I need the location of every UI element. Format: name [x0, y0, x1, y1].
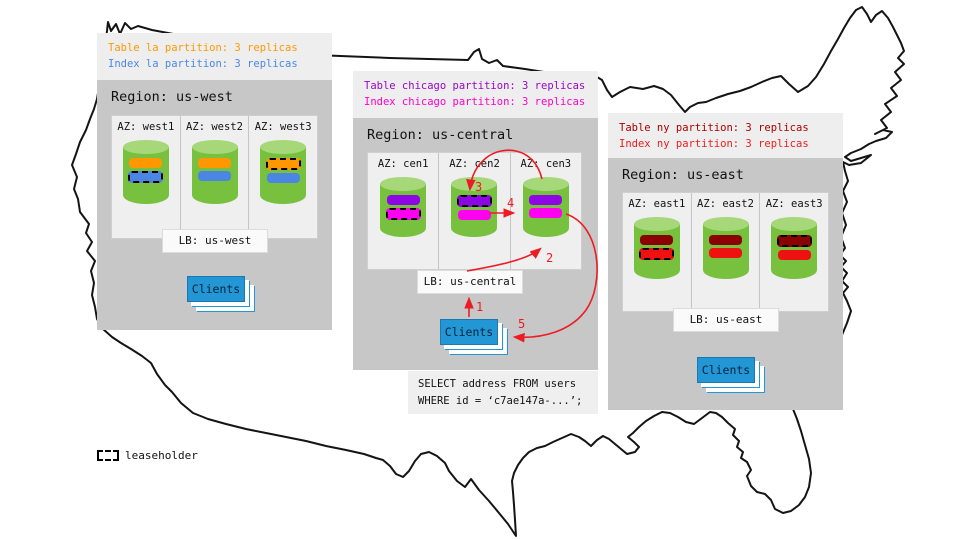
region-title-us-east: Region: us-east	[622, 167, 744, 183]
az-label-east3: AZ: east3	[765, 198, 823, 210]
index-replica-bar	[709, 248, 742, 258]
az-cen3: AZ: cen3	[511, 153, 581, 269]
note-table-ny: Table ny partition: 3 replicas	[619, 122, 809, 134]
db-node-west2	[191, 140, 238, 204]
table-replica-leaseholder-bar	[456, 195, 492, 207]
db-node-cen3	[522, 177, 569, 237]
az-west1: AZ: west1	[112, 116, 181, 238]
az-label-east1: AZ: east1	[628, 198, 686, 210]
index-replica-bar	[777, 250, 811, 260]
db-node-cen2	[451, 177, 498, 237]
az-label-west1: AZ: west1	[117, 121, 175, 133]
az-east1: AZ: east1	[623, 193, 692, 311]
index-replica-bar	[457, 210, 491, 220]
az-label-cen2: AZ: cen2	[449, 158, 500, 170]
leaseholder-legend-label: leaseholder	[125, 449, 198, 462]
az-row-us-west: AZ: west1 AZ: west2 AZ:	[111, 115, 318, 239]
load-balancer-us-east: LB: us-east	[673, 308, 779, 332]
db-node-west3	[260, 140, 307, 204]
az-east2: AZ: east2	[692, 193, 761, 311]
partition-note-us-central: Table chicago partition: 3 replicas Inde…	[353, 71, 598, 118]
table-replica-leaseholder-bar	[776, 235, 812, 247]
db-node-east2	[702, 217, 749, 279]
index-replica-leaseholder-bar	[385, 208, 421, 220]
clients-button-us-central[interactable]: Clients	[440, 319, 498, 345]
az-label-cen1: AZ: cen1	[377, 158, 429, 170]
clients-button-us-east[interactable]: Clients	[697, 357, 755, 383]
table-replica-bar	[386, 195, 420, 205]
note-index-chicago: Index chicago partition: 3 replicas	[364, 96, 586, 109]
note-table-la: Table la partition: 3 replicas	[108, 42, 298, 54]
az-cen1: AZ: cen1	[368, 153, 440, 269]
az-east3: AZ: east3	[760, 193, 828, 311]
az-label-east2: AZ: east2	[697, 198, 754, 210]
index-replica-leaseholder-bar	[128, 171, 164, 183]
region-us-east: Region: us-east AZ: east1 AZ: east2	[608, 158, 843, 410]
cylinder-top	[191, 140, 238, 154]
sql-query-box: SELECT address FROM users WHERE id = ‘c7…	[408, 371, 598, 414]
table-replica-bar	[640, 235, 674, 245]
note-index-la: Index la partition: 3 replicas	[108, 58, 298, 71]
partition-note-us-east: Table ny partition: 3 replicas Index ny …	[608, 113, 843, 158]
index-replica-leaseholder-bar	[639, 248, 675, 260]
index-replica-bar	[529, 208, 563, 218]
region-title-us-west: Region: us-west	[111, 89, 233, 105]
leaseholder-legend: leaseholder	[97, 449, 198, 462]
region-us-central: Region: us-central AZ: cen1 AZ: cen2	[353, 118, 598, 370]
leaseholder-swatch-icon	[97, 450, 119, 461]
cylinder-top	[702, 217, 749, 231]
cylinder-top	[633, 217, 680, 231]
db-node-east1	[633, 217, 680, 279]
az-west3: AZ: west3	[249, 116, 317, 238]
table-replica-bar	[198, 158, 231, 168]
load-balancer-us-west: LB: us-west	[162, 229, 268, 253]
cylinder-top	[771, 217, 818, 231]
load-balancer-us-central: LB: us-central	[417, 270, 523, 294]
region-us-west: Region: us-west AZ: west1 AZ: west2	[97, 80, 332, 330]
table-replica-leaseholder-bar	[265, 158, 301, 170]
clients-button-us-west[interactable]: Clients	[187, 276, 245, 302]
note-table-chicago: Table chicago partition: 3 replicas	[364, 80, 586, 92]
table-replica-bar	[709, 235, 742, 245]
partition-note-us-west: Table la partition: 3 replicas Index la …	[97, 33, 332, 80]
region-title-us-central: Region: us-central	[367, 127, 514, 143]
db-node-east3	[771, 217, 818, 279]
az-label-cen3: AZ: cen3	[520, 158, 572, 170]
sql-query-line2: WHERE id = ‘c7ae147a-...’;	[418, 394, 583, 407]
cylinder-top	[260, 140, 307, 154]
index-replica-bar	[198, 171, 231, 181]
db-node-west1	[122, 140, 169, 204]
cylinder-top	[380, 177, 427, 191]
cylinder-top	[522, 177, 569, 191]
sql-query-line1: SELECT address FROM users	[418, 378, 577, 390]
table-replica-bar	[529, 195, 563, 205]
az-label-west3: AZ: west3	[254, 121, 312, 133]
index-replica-bar	[266, 173, 300, 183]
az-cen2: AZ: cen2	[439, 153, 511, 269]
table-replica-bar	[129, 158, 163, 168]
db-node-cen1	[380, 177, 427, 237]
az-row-us-central: AZ: cen1 AZ: cen2 AZ: ce	[367, 152, 582, 270]
note-index-ny: Index ny partition: 3 replicas	[619, 138, 809, 151]
az-west2: AZ: west2	[181, 116, 250, 238]
cylinder-top	[122, 140, 169, 154]
az-row-us-east: AZ: east1 AZ: east2 AZ:	[622, 192, 829, 312]
az-label-west2: AZ: west2	[186, 121, 243, 133]
